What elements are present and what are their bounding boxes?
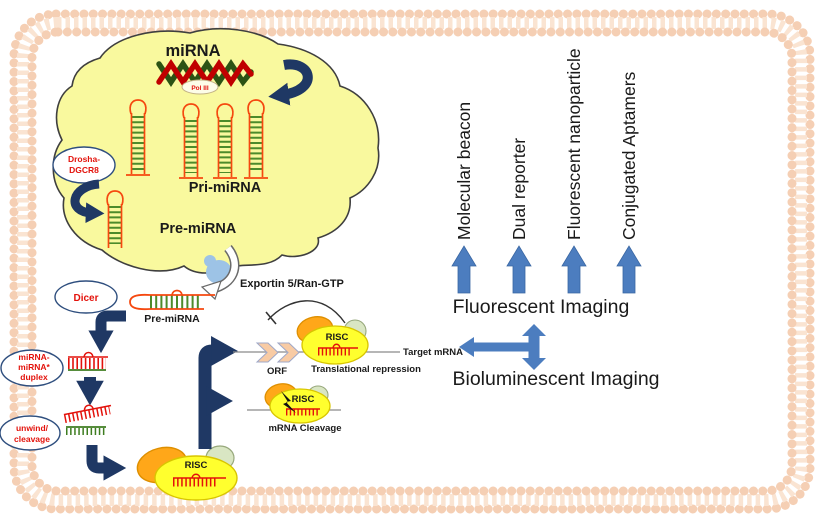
fluorescent-imaging-label: Fluorescent Imaging (453, 296, 630, 318)
cleavage-bolt-icon (281, 391, 296, 413)
imaging-method-labels: Molecular beacon Dual reporter Fluoresce… (454, 48, 639, 240)
mrna-cleavage-label: mRNA Cleavage (268, 423, 341, 434)
left-arrow-icon (459, 337, 537, 357)
pre-mirna-cytoplasm-label: Pre-miRNA (144, 313, 200, 325)
exportin-pore (200, 245, 240, 301)
hairpin-icon (179, 103, 203, 179)
risc-complex-loaded: RISC (136, 445, 238, 501)
target-mrna-label: Target mRNA (403, 347, 463, 358)
method-label-molecular-beacon: Molecular beacon (454, 102, 474, 240)
hairpin-icon (213, 103, 237, 179)
transcription-curl-arrow (268, 59, 313, 106)
pri-mirna-label: Pri-miRNA (189, 180, 262, 196)
imaging-link-arrow (459, 324, 546, 370)
exportin-label: Exportin 5/Ran-GTP (240, 278, 344, 290)
mirna-duplex-oval: miRNA- miRNA* duplex (0, 349, 64, 387)
mirna-duplex-strands (68, 351, 108, 371)
mirna-gene-label: miRNA (165, 42, 220, 60)
risc-complex-repression: RISC (296, 316, 369, 365)
unwind-risc-arrow (86, 445, 127, 481)
drosha-processing-curl-arrow (70, 179, 105, 224)
duplex-label-line2: miRNA* (18, 362, 50, 372)
up-arrow-icon (616, 245, 642, 294)
pri-mirna-hairpins (126, 99, 268, 179)
method-label-conjugated-aptamers: Conjugated Aptamers (619, 71, 639, 240)
orf-chevrons (255, 342, 300, 363)
bioluminescent-imaging-label: Bioluminescent Imaging (452, 368, 659, 390)
repression-inhibition-arc (265, 300, 346, 325)
risc-fork-arrow (198, 336, 238, 449)
risc-label: RISC (326, 332, 349, 343)
pol-iii-complex: Pol III (181, 79, 219, 95)
pol-iii-label: Pol III (191, 85, 209, 92)
up-arrow-icon (451, 245, 477, 294)
up-arrow-icon (561, 245, 587, 294)
risc-complex-cleavage: RISC (264, 383, 331, 424)
duplex-label-line3: duplex (20, 372, 48, 382)
orf-label: ORF (267, 366, 287, 377)
up-arrow-icon (506, 245, 532, 294)
dicer-label: Dicer (73, 293, 98, 304)
dicer-arrow (88, 310, 126, 354)
method-label-fluorescent-nanoparticle: Fluorescent nanoparticle (564, 48, 584, 240)
pre-mirna-cytoplasm (129, 289, 215, 311)
risc-label: RISC (292, 394, 315, 405)
drosha-dgcr8-complex: Drosha- DGCR8 (52, 146, 116, 184)
membrane-border (9, 9, 815, 514)
dicer-complex: Dicer (54, 280, 118, 314)
method-label-dual-reporter: Dual reporter (509, 138, 529, 240)
translational-repression-label: Translational repression (311, 364, 421, 375)
pre-mirna-nucleus-label: Pre-miRNA (160, 221, 237, 237)
pre-mirna-hairpin-nucleus (106, 190, 124, 248)
hairpin-icon (126, 99, 150, 176)
duplex-label-line1: miRNA- (18, 352, 49, 362)
unwind-label-line2: cleavage (14, 434, 50, 444)
unwind-cleavage-oval: unwind/ cleavage (0, 415, 61, 451)
method-up-arrows (451, 245, 642, 294)
unwound-strands (63, 404, 112, 435)
unwind-label-line1: unwind/ (16, 423, 49, 433)
drosha-label-line1: Drosha- (68, 154, 100, 164)
hairpin-icon (244, 99, 268, 179)
risc-label: RISC (185, 460, 208, 471)
up-down-arrow-icon (522, 324, 546, 370)
drosha-label-line2: DGCR8 (69, 165, 99, 175)
